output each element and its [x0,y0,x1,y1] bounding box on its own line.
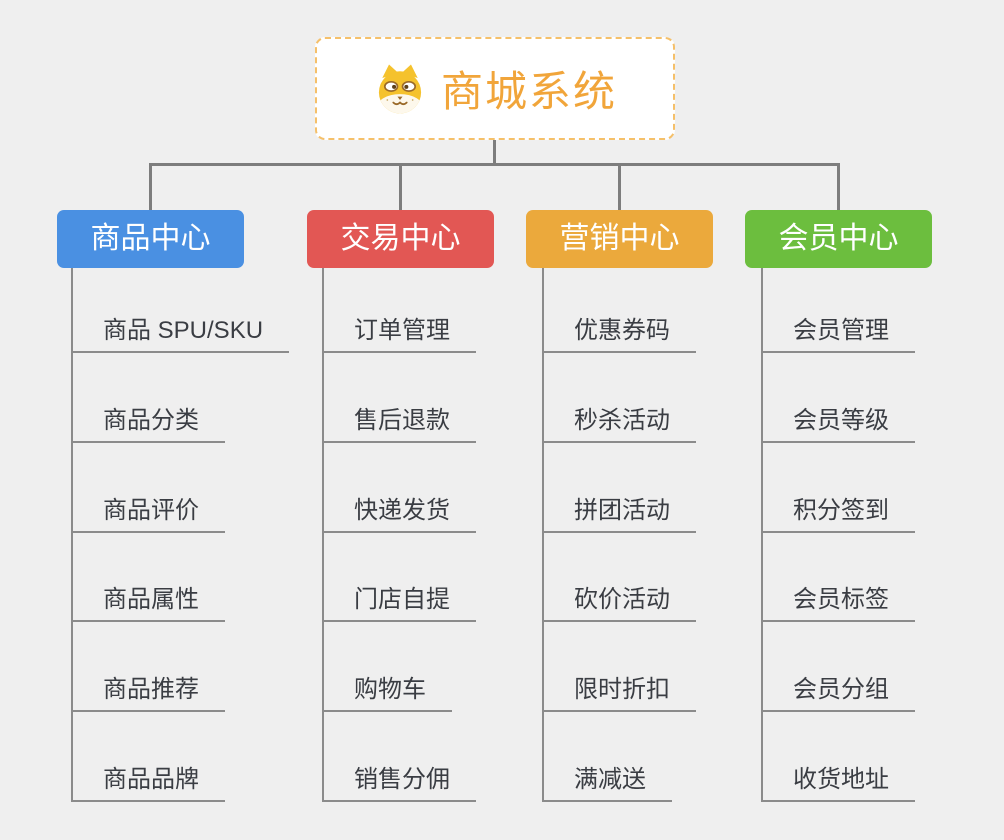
leaf-topic[interactable]: 商品分类 [71,404,225,443]
leaf-topic[interactable]: 会员管理 [761,314,915,353]
leaf-topic[interactable]: 会员分组 [761,673,915,712]
branch-spine-member [761,268,763,802]
leaf-topic[interactable]: 砍价活动 [542,583,696,622]
leaf-topic[interactable]: 商品品牌 [71,763,225,802]
connector-horizontal-bar [149,163,840,166]
leaf-topic[interactable]: 售后退款 [322,404,476,443]
dog-face-icon [373,62,427,116]
leaf-topic[interactable]: 拼团活动 [542,494,696,533]
connector-drop-member [837,163,840,211]
branch-trade-center[interactable]: 交易中心 [307,210,494,268]
leaf-topic[interactable]: 商品 SPU/SKU [71,314,290,353]
leaf-topic[interactable]: 会员标签 [761,583,915,622]
leaf-topic[interactable]: 商品推荐 [71,673,225,712]
root-node[interactable]: 商城系统 [315,37,675,140]
branch-product-center[interactable]: 商品中心 [57,210,244,268]
leaf-topic[interactable]: 限时折扣 [542,673,696,712]
connector-root-drop [493,139,496,166]
branch-spine-product [71,268,73,802]
connector-drop-marketing [618,163,621,211]
leaf-topic[interactable]: 商品属性 [71,583,225,622]
connector-drop-product [149,163,152,211]
leaf-topic[interactable]: 优惠券码 [542,314,696,353]
leaf-topic[interactable]: 购物车 [322,673,452,712]
leaf-topic[interactable]: 商品评价 [71,494,225,533]
branch-spine-marketing [542,268,544,802]
branch-marketing-center[interactable]: 营销中心 [526,210,713,268]
connector-drop-trade [399,163,402,211]
leaf-topic[interactable]: 门店自提 [322,583,476,622]
branch-member-center[interactable]: 会员中心 [745,210,932,268]
leaf-topic[interactable]: 销售分佣 [322,763,476,802]
leaf-topic[interactable]: 满减送 [542,763,672,802]
leaf-topic[interactable]: 积分签到 [761,494,915,533]
leaf-topic[interactable]: 会员等级 [761,404,915,443]
leaf-topic[interactable]: 快递发货 [322,494,476,533]
leaf-topic[interactable]: 订单管理 [322,314,476,353]
leaf-topic[interactable]: 收货地址 [761,763,915,802]
leaf-topic[interactable]: 秒杀活动 [542,404,696,443]
branch-spine-trade [322,268,324,802]
root-title: 商城系统 [440,68,617,115]
